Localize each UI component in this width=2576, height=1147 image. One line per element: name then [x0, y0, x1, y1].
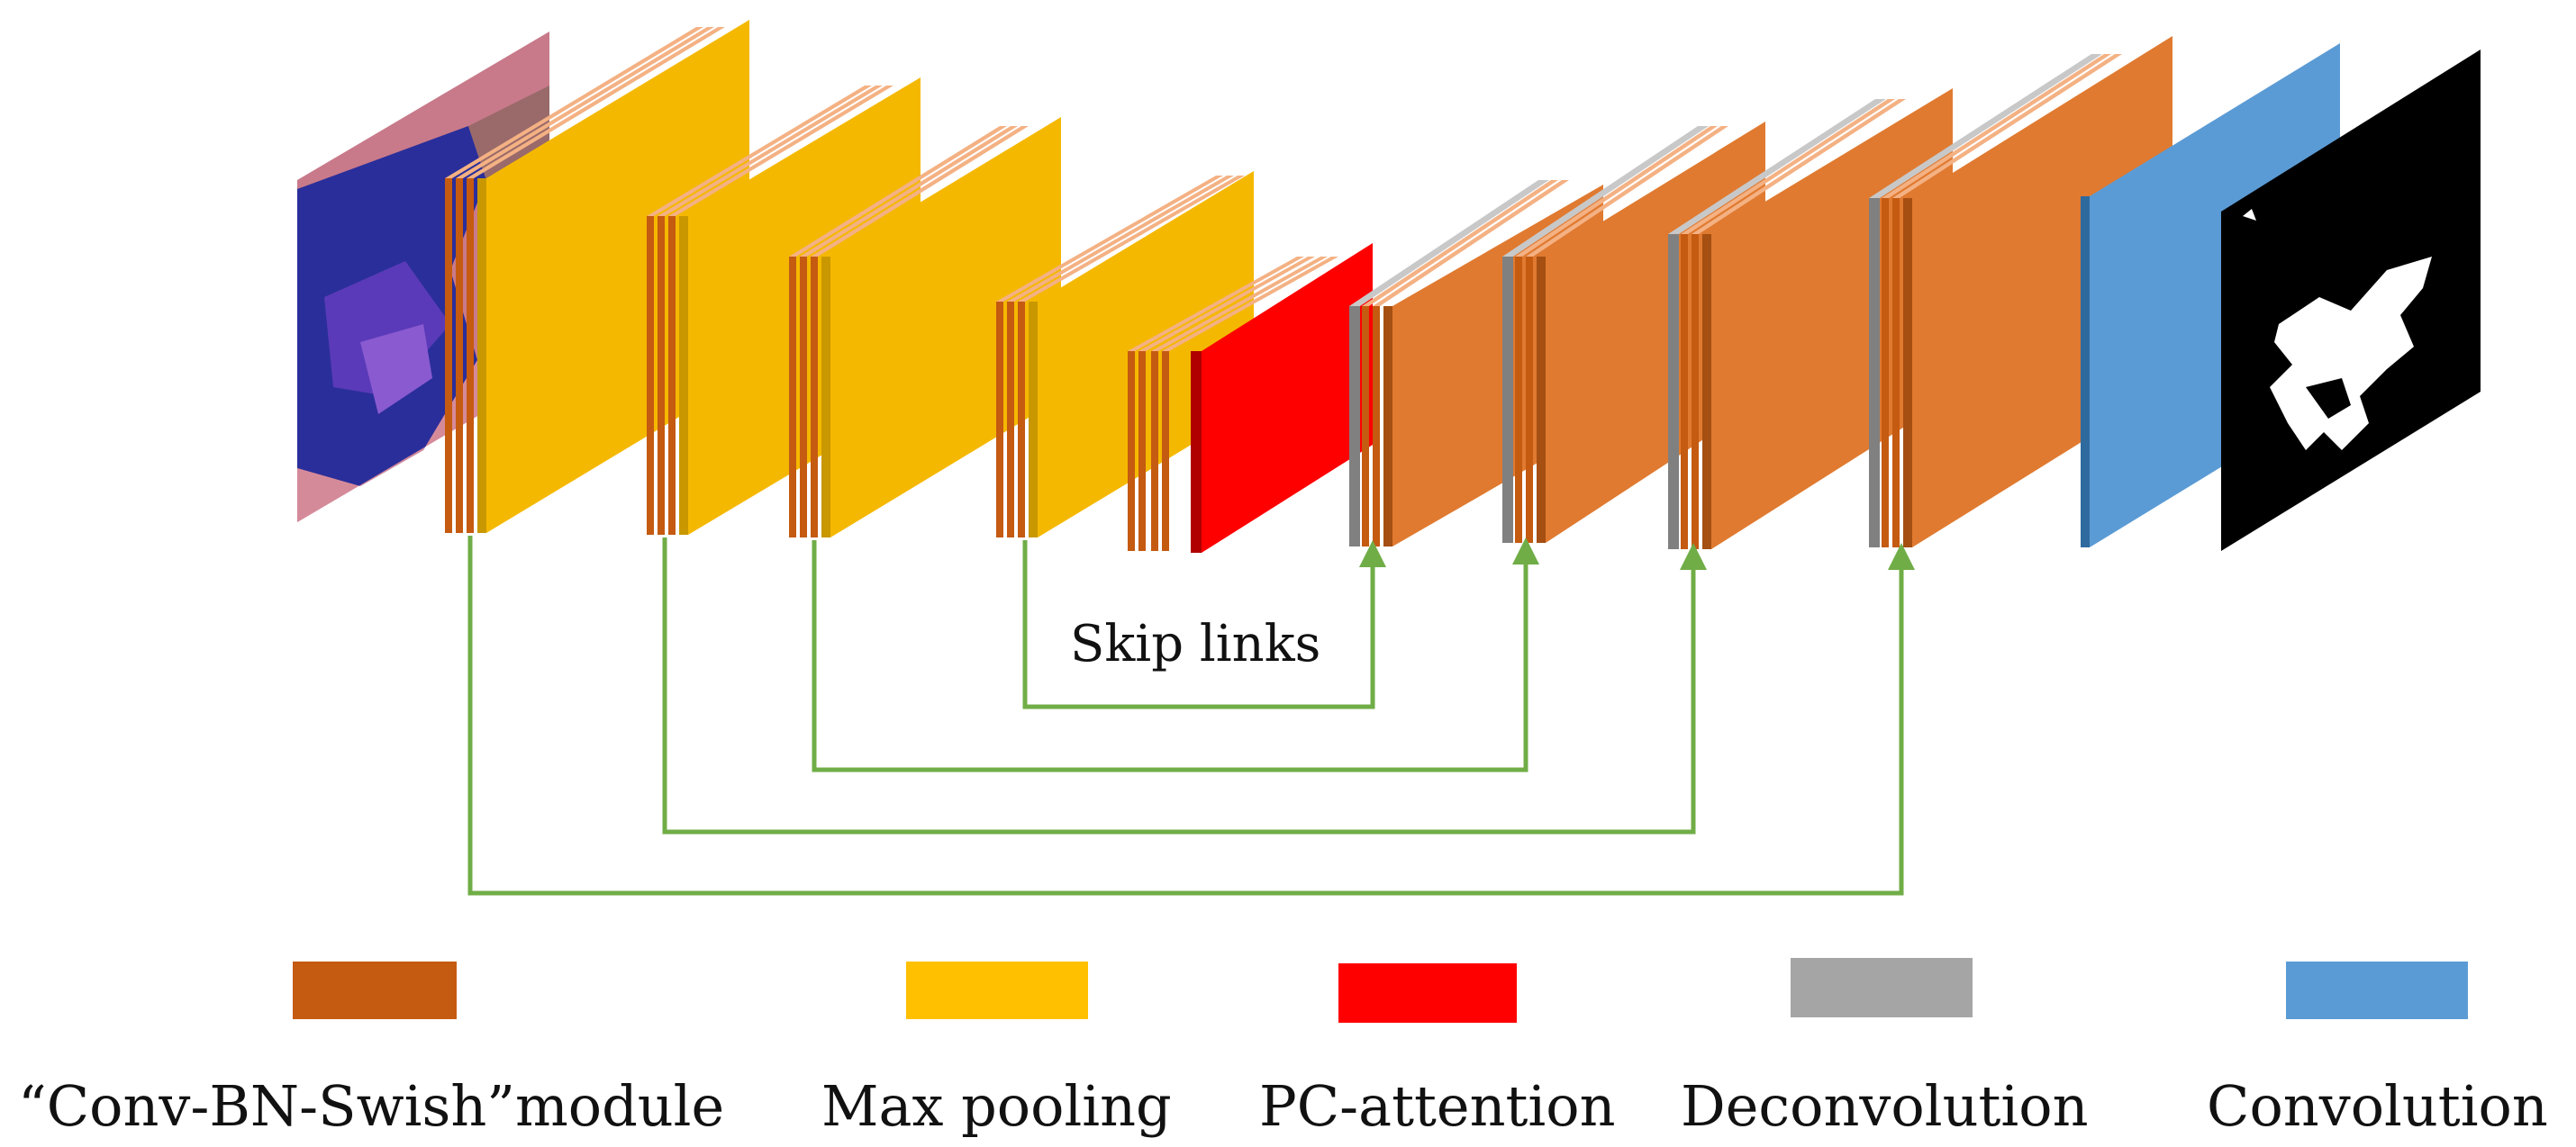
output-segmentation-mask [2221, 50, 2481, 551]
pc-attention-block [1191, 243, 1373, 553]
legend-label-max-pooling: Max pooling [821, 1073, 1172, 1139]
legend-swatch-pc-attention [1338, 963, 1517, 1023]
conv-bn-swish-block [445, 27, 725, 533]
legend-label-conv-bn-swish: “Conv-BN-Swish”module [18, 1073, 725, 1139]
legend-swatch-conv-bn-swish [293, 962, 457, 1019]
skip-link-1 [467, 536, 1915, 896]
legend-swatch-max-pooling [906, 962, 1088, 1019]
conv-bn-swish-block [1681, 99, 1906, 549]
deconvolution-block [1349, 180, 1549, 546]
skip-link-3 [812, 537, 1539, 772]
skip-links [467, 536, 1915, 896]
conv-bn-swish-block [1128, 257, 1338, 551]
conv-bn-swish-block [1515, 126, 1728, 543]
skip-link-2 [662, 537, 1707, 835]
conv-bn-swish-block [789, 126, 1029, 537]
skip-link-4 [1022, 540, 1386, 709]
deconvolution-block [1869, 54, 2102, 547]
bottleneck-stage [1128, 243, 1373, 553]
deconvolution-block [1502, 126, 1709, 543]
decoder-stage-2 [1502, 122, 1765, 543]
skip-links-label: Skip links [1070, 615, 1321, 673]
legend-label-convolution: Convolution [2207, 1073, 2548, 1139]
conv-bn-swish-block [996, 176, 1245, 537]
deconvolution-block [1668, 99, 1886, 549]
legend-swatch-convolution [2286, 962, 2468, 1019]
conv-bn-swish-block [647, 86, 893, 535]
legend-label-deconvolution: Deconvolution [1681, 1073, 2089, 1139]
legend-swatch-deconvolution [1791, 958, 1973, 1017]
decoder-feature-block [1537, 122, 1765, 543]
encoder-stage-3 [789, 117, 1061, 537]
conv-bn-swish-block [1882, 54, 2122, 547]
legend-label-pc-attention: PC-attention [1259, 1073, 1616, 1139]
conv-bn-swish-block [1362, 180, 1569, 546]
